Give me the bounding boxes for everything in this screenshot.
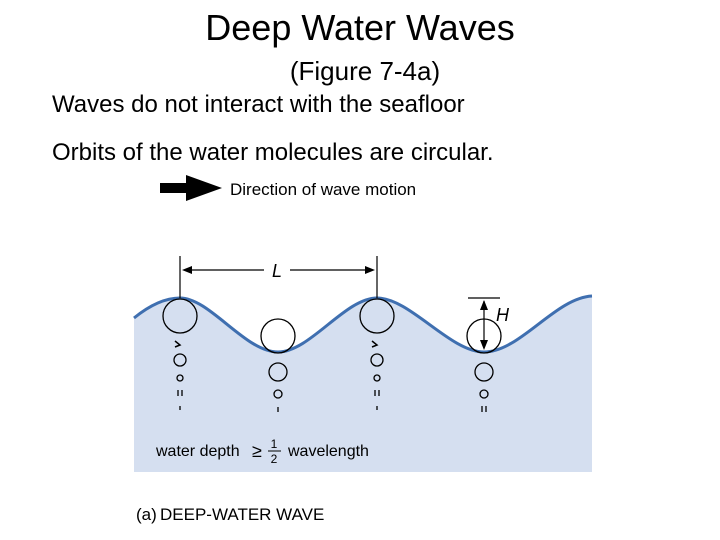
depth-suffix: wavelength [287, 443, 369, 460]
height-symbol: H [496, 305, 510, 325]
direction-arrow-icon [160, 175, 222, 201]
depth-relation: ≥ [252, 441, 262, 461]
direction-label: Direction of wave motion [230, 180, 416, 199]
caption-letter: (a) [136, 505, 157, 524]
wavelength-symbol: L [272, 261, 282, 281]
caption-text: DEEP-WATER WAVE [160, 505, 324, 524]
fraction-numerator: 1 [271, 437, 278, 451]
fraction-denominator: 2 [271, 452, 278, 466]
depth-text: water depth [155, 443, 240, 460]
